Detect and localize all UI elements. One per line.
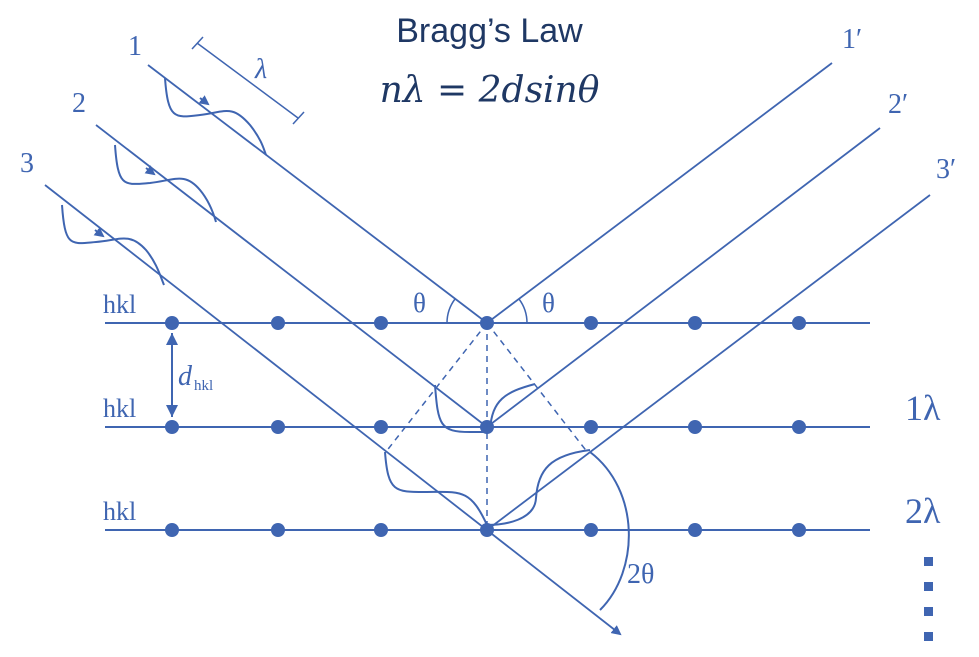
plane-label-1: hkl: [103, 290, 136, 319]
atoms-row-1: [165, 316, 806, 330]
reflected-label-1: 1′: [842, 24, 862, 55]
atom: [688, 420, 702, 434]
diagram-title: Bragg’s Law: [396, 12, 583, 50]
incident-ray-1: [147, 64, 488, 324]
atom: [271, 316, 285, 330]
scatter-angle-arc: [589, 451, 630, 611]
atom: [165, 316, 179, 330]
spacing-subscript: hkl: [194, 378, 213, 394]
atom: [374, 523, 388, 537]
atom: [584, 316, 598, 330]
reflected-label-3: 3′: [936, 154, 956, 185]
atom: [792, 420, 806, 434]
angle-arc-reflected: [518, 298, 528, 324]
reflected-waves: [384, 383, 591, 527]
atom: [792, 316, 806, 330]
angle-label-incident: θ: [413, 288, 426, 318]
incident-label-2: 2: [72, 88, 86, 119]
plane-label-3: hkl: [103, 497, 136, 526]
atom: [584, 523, 598, 537]
atom: [165, 523, 179, 537]
incident-ray-2: [95, 124, 488, 428]
plane-label-2: hkl: [103, 394, 136, 423]
bragg-formula: nλ = 2dsinθ: [379, 70, 600, 111]
incident-label-3: 3: [20, 148, 34, 179]
reflected-label-2: 2′: [888, 89, 908, 120]
wavelength-indicator: [191, 36, 305, 125]
incident-label-1: 1: [128, 31, 142, 62]
atom: [374, 316, 388, 330]
reflected-ray-1: [486, 62, 833, 324]
incident-ray-3: [44, 184, 622, 636]
reflected-ray-3: [486, 194, 931, 531]
atom: [792, 523, 806, 537]
order-label-2: 2λ: [905, 491, 941, 531]
scatter-angle-label: 2θ: [627, 559, 654, 590]
atom: [271, 523, 285, 537]
atom: [165, 420, 179, 434]
atom: [374, 420, 388, 434]
ellipsis-dots: [924, 557, 933, 641]
atom: [688, 316, 702, 330]
reflected-ray-2: [486, 127, 881, 428]
wavelength-label: λ: [254, 54, 267, 85]
atom: [688, 523, 702, 537]
atom: [271, 420, 285, 434]
incident-waves: [61, 77, 267, 286]
spacing-arrow-head-bottom: [166, 405, 178, 417]
angle-label-reflected: θ: [542, 288, 555, 318]
spacing-label: d: [178, 361, 193, 392]
order-label-1: 1λ: [905, 388, 941, 428]
angle-arc-incident: [446, 298, 456, 324]
spacing-arrow-head-top: [166, 333, 178, 345]
atom: [584, 420, 598, 434]
